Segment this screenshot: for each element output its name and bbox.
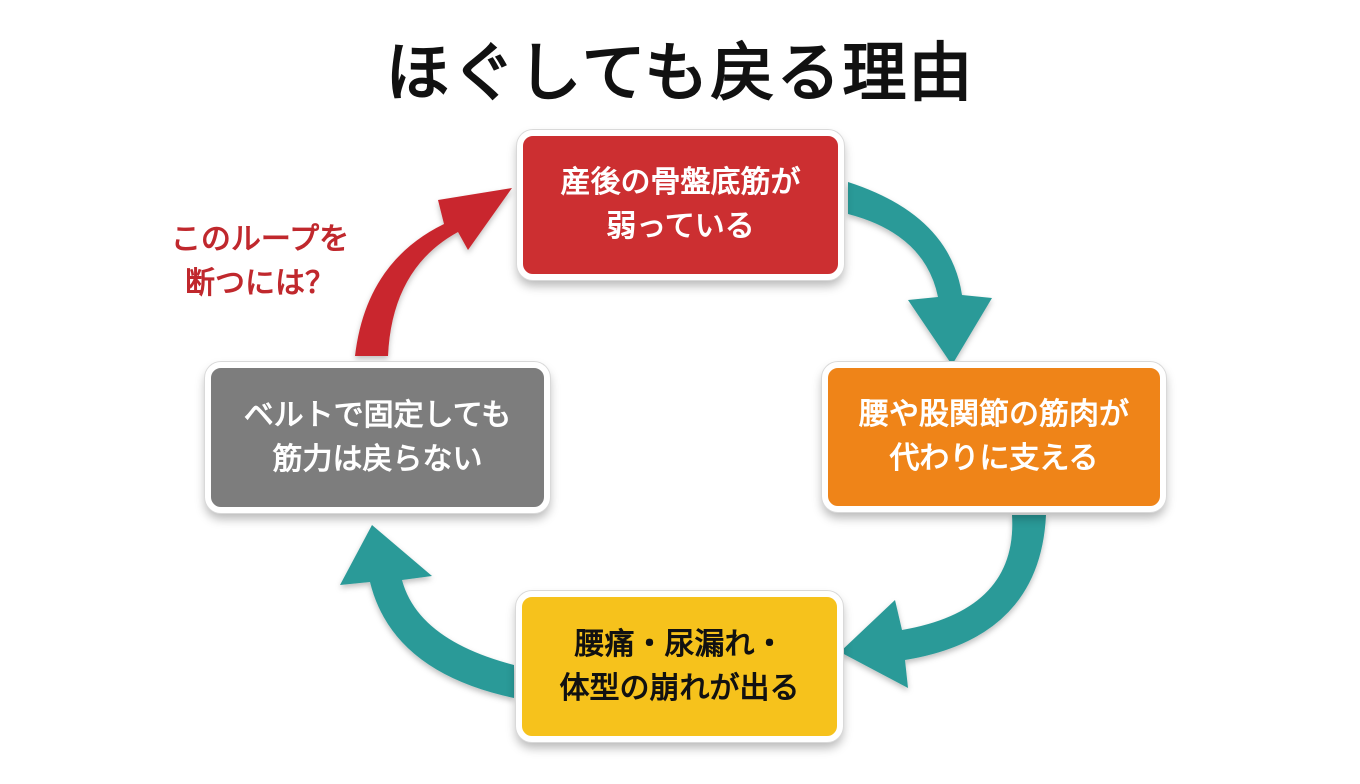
step-box-line-2: 体型の崩れが出る: [559, 670, 800, 706]
step-box-line-1: 腰痛・尿漏れ・: [574, 626, 785, 662]
step-box-belt-no-recovery: ベルトで固定しても 筋力は戻らない: [205, 362, 550, 513]
step-box-line-2: 代わりに支える: [889, 441, 1099, 476]
arrow-left-to-top: [355, 188, 512, 356]
step-box-line-2: 筋力は戻らない: [272, 441, 483, 477]
step-box-line-1: 腰や股関節の筋肉が: [859, 397, 1129, 432]
page-title: ほぐしても戻る理由: [385, 37, 975, 111]
callout-line-1: このループを: [170, 222, 350, 257]
step-box-weak-pelvic-floor: 産後の骨盤底筋が 弱っている: [517, 130, 844, 280]
step-box-line-1: 産後の骨盤底筋が: [560, 165, 801, 200]
step-box-line-1: ベルトで固定しても: [243, 397, 512, 433]
arrow-right-to-bottom: [840, 515, 1046, 688]
callout-line-2: 断つには？: [185, 266, 335, 301]
arrow-top-to-right: [848, 182, 992, 365]
break-loop-callout: このループを 断つには？: [155, 218, 365, 306]
step-box-muscles-compensate: 腰や股関節の筋肉が 代わりに支える: [822, 362, 1166, 512]
step-box-line-2: 弱っている: [606, 209, 755, 244]
arrow-bottom-to-left: [340, 525, 514, 698]
step-box-symptoms-appear: 腰痛・尿漏れ・ 体型の崩れが出る: [516, 591, 843, 742]
